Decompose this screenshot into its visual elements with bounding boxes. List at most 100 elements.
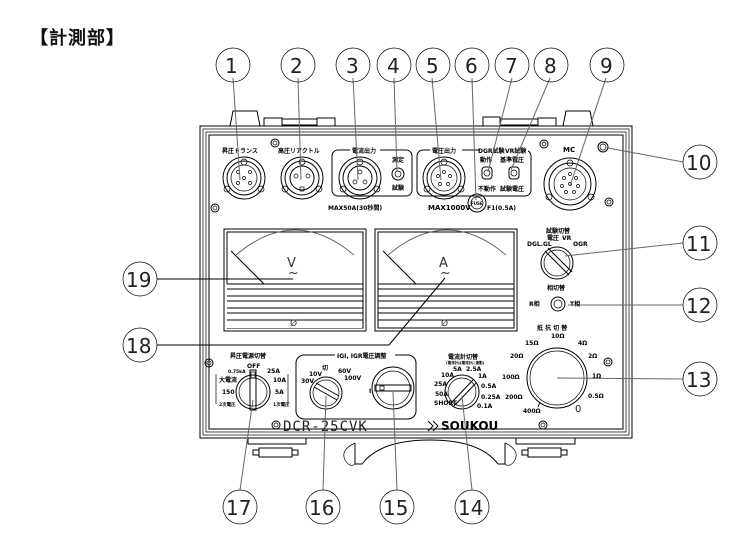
- voltage-source-switch[interactable]: 昇圧電源切替 OFF 0.75kA 大電流 150 2次電圧 25A 10A 5…: [215, 352, 290, 411]
- res-option-05: 0.5Ω: [588, 393, 604, 400]
- test-option-ogr: OGR: [573, 241, 588, 248]
- label-voltage-output: 電圧出力: [432, 147, 456, 155]
- callout-4: 4: [376, 47, 412, 83]
- cur-option-5a: 5A: [453, 366, 462, 373]
- label-vr-testvoltage: 試験電圧: [500, 185, 524, 193]
- voltage-switch-title: 昇圧電源切替: [230, 352, 267, 360]
- label-current-output: 電流出力: [352, 147, 376, 155]
- svg-text:18: 18: [126, 334, 151, 358]
- resistance-selector-title: 抵 抗 切 替: [537, 324, 568, 332]
- cur-option-short: SHORT: [434, 400, 458, 407]
- svg-text:15: 15: [383, 496, 408, 520]
- test-option-dgl: DGL.GL: [527, 241, 552, 248]
- callout-leaders: [157, 77, 684, 491]
- ammeter-ac-symbol: ~: [440, 266, 451, 281]
- svg-text:17: 17: [226, 496, 251, 520]
- svg-text:7: 7: [505, 54, 518, 78]
- vrange-option-100v: 100V: [344, 375, 362, 382]
- cur-option-1a: 1A: [478, 373, 487, 380]
- ammeter-symbol: A: [439, 256, 448, 271]
- callout-1: 1: [215, 47, 251, 83]
- vrange-option-10v: 10V: [309, 371, 322, 378]
- res-option-4: 4Ω: [578, 340, 587, 347]
- callout-5: 5: [415, 47, 451, 83]
- callout-2: 2: [280, 47, 316, 83]
- svg-text:11: 11: [686, 232, 711, 256]
- current-output-group: 電流出力: [331, 146, 413, 197]
- current-range-knob[interactable]: 電流計切替 (電流計は電流計に連動) 5A 2.5A 1A 0.5A 0.25A…: [434, 353, 501, 410]
- cur-option-50a: 50A: [435, 391, 448, 398]
- toggle-vr-test[interactable]: 基準電圧 試験電圧: [499, 156, 524, 193]
- callout-16: 16: [305, 489, 341, 525]
- connector-voltage-output[interactable]: [422, 156, 466, 200]
- label-voltage-transformer: 昇圧トランス: [222, 147, 258, 155]
- svg-text:2: 2: [290, 54, 303, 78]
- voltage-range-knob[interactable]: 10V 30V 切 60V 100V: [301, 365, 362, 410]
- callout-14: 14: [454, 489, 490, 525]
- vsw-left-1: 大電流: [219, 376, 237, 384]
- toggle-measure-test[interactable]: 測定 試験: [391, 156, 405, 192]
- voltage-switch-off: OFF: [247, 363, 260, 370]
- voltmeter-symbol: V: [287, 256, 296, 271]
- label-fuse-rating: F1(0.5A): [487, 205, 516, 212]
- test-selector-title: 試験切替: [546, 227, 571, 235]
- cur-option-025a: 0.25A: [481, 394, 501, 401]
- vrange-option-30v: 30V: [301, 378, 314, 385]
- res-option-0: 0: [575, 404, 581, 415]
- svg-text:10: 10: [686, 151, 711, 175]
- current-range-title: 電流計切替: [448, 353, 479, 361]
- res-option-1: 1Ω: [592, 373, 601, 380]
- label-voltage-output-rating: MAX1000V: [428, 204, 471, 212]
- vsw-right-0: 25A: [267, 368, 280, 375]
- ammeter-zero-adjust[interactable]: Ø: [441, 318, 448, 329]
- resistance-selector-knob[interactable]: 抵 抗 切 替 10Ω 4Ω 2Ω 1Ω 0.5Ω 0 400Ω 200Ω 10…: [502, 324, 604, 415]
- callout-15: 15: [379, 489, 415, 525]
- toggle-dgr-test[interactable]: 動作 不動作: [478, 156, 496, 193]
- callout-10: 10: [682, 144, 718, 180]
- panel-screws: [204, 138, 614, 430]
- svg-text:19: 19: [126, 268, 151, 292]
- svg-text:13: 13: [686, 368, 711, 392]
- label-mc: MC: [563, 146, 575, 154]
- connector-mc[interactable]: MC: [543, 146, 597, 211]
- current-range-subtitle: (電流計は電流計に連動): [446, 360, 485, 365]
- voltmeter: V ~ Ø: [223, 228, 367, 332]
- callout-18: 18: [122, 327, 158, 363]
- test-option-voltage: 電圧: [547, 234, 559, 242]
- callout-6: 6: [454, 47, 490, 83]
- fuse-holder[interactable]: FUSE: [467, 193, 487, 213]
- connector-current-output[interactable]: [338, 156, 382, 200]
- test-selector-knob[interactable]: 試験切替 DGL.GL 電圧 VR OGR: [527, 227, 588, 280]
- connector-voltage-transformer[interactable]: 昇圧トランス: [222, 147, 266, 200]
- vsw-right-1: 10A: [273, 377, 286, 384]
- connector-high-voltage-reactor[interactable]: 高圧リアクトル: [278, 147, 324, 200]
- phase-selector-knob[interactable]: 相切替 R相 T相: [529, 284, 580, 312]
- label-vr-test: VR試験: [505, 147, 527, 155]
- vrange-option-off: 切: [322, 365, 328, 372]
- fine-adjust-mark: I: [369, 388, 371, 395]
- voltmeter-zero-adjust[interactable]: Ø: [290, 318, 297, 329]
- vsw-left-0: 0.75kA: [228, 369, 246, 375]
- label-fuse: FUSE: [471, 201, 483, 206]
- voltmeter-ac-symbol: ~: [288, 266, 299, 281]
- label-dgr-test: DGR試験: [478, 147, 506, 155]
- vsw-left-2: 150: [222, 389, 235, 396]
- svg-text:6: 6: [465, 54, 478, 78]
- vsw-left-3: 2次電圧: [219, 401, 236, 408]
- brand-name: SOUKOU: [441, 419, 498, 433]
- callout-7: 7: [494, 47, 530, 83]
- phase-option-t: T相: [570, 300, 580, 308]
- res-option-400: 400Ω: [523, 408, 541, 415]
- svg-text:12: 12: [686, 294, 711, 318]
- cur-option-05a: 0.5A: [481, 383, 497, 390]
- label-vr-reference: 基準電圧: [499, 156, 524, 164]
- label-dgr-operate: 動作: [480, 156, 492, 164]
- voltage-adjust-group: IGI, IGR電圧調整: [295, 351, 417, 420]
- cur-option-10a: 10A: [441, 372, 454, 379]
- svg-text:16: 16: [309, 496, 334, 520]
- voltage-fine-adjust-knob[interactable]: I: [369, 366, 415, 410]
- callout-9: 9: [589, 47, 625, 83]
- cur-option-25a: 2.5A: [466, 366, 482, 373]
- vrange-option-60v: 60V: [338, 368, 351, 375]
